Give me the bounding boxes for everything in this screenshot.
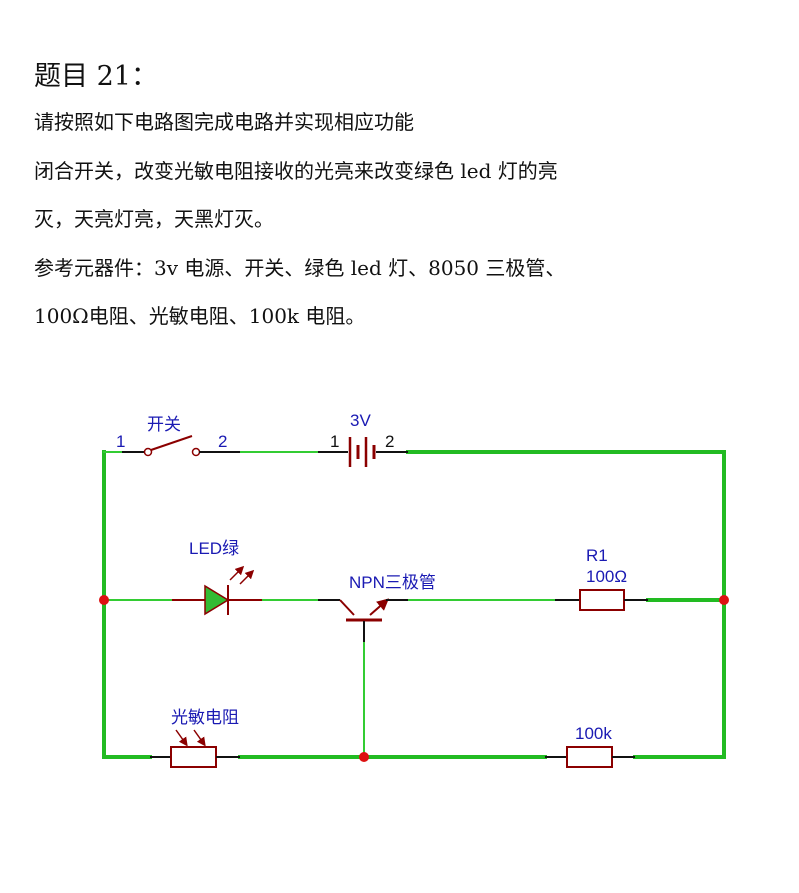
description-line: 参考元器件：3v 电源、开关、绿色 led 灯、8050 三极管、 <box>34 255 566 280</box>
transistor-emitter-arrow-icon <box>369 598 390 616</box>
battery: 3V 1 2 <box>318 411 408 467</box>
battery-label: 3V <box>350 411 371 430</box>
junctions <box>99 595 729 762</box>
resistor-r1: R1 100Ω <box>555 546 648 611</box>
battery-pin2: 2 <box>385 432 394 451</box>
switch-label: 开关 <box>147 415 181 434</box>
problem-description: 请按照如下电路图完成电路并实现相应功能 闭合开关，改变光敏电阻接收的光亮来改变绿… <box>34 104 774 347</box>
led-light-arrow-icon <box>229 565 245 581</box>
battery-pin1: 1 <box>330 432 339 451</box>
junction-dot <box>359 752 369 762</box>
junction-dot <box>99 595 109 605</box>
r1-value: 100Ω <box>586 567 627 586</box>
npn-transistor: NPN三极管 <box>318 573 436 642</box>
transistor-label: NPN三极管 <box>349 573 436 592</box>
switch: 开关 1 2 <box>116 415 240 457</box>
led-diode-icon <box>204 584 230 616</box>
led: LED绿 <box>172 539 262 616</box>
wires <box>102 450 726 759</box>
description-line: 请按照如下电路图完成电路并实现相应功能 <box>34 110 414 134</box>
description-line: 100Ω电阻、光敏电阻、100k 电阻。 <box>34 304 366 328</box>
description-line: 闭合开关，改变光敏电阻接收的光亮来改变绿色 led 灯的亮 <box>34 158 558 183</box>
r2-value: 100k <box>575 724 612 743</box>
r1-name: R1 <box>586 546 608 565</box>
photoresistor: 光敏电阻 <box>150 708 240 768</box>
photo-light-arrow-icon <box>193 729 206 747</box>
led-light-arrow-icon <box>239 569 255 585</box>
description-line: 灭，天亮灯亮，天黑灯灭。 <box>34 207 274 231</box>
resistor-100k: 100k <box>545 724 635 768</box>
switch-pin1: 1 <box>116 432 125 451</box>
problem-title: 题目 21： <box>34 61 158 92</box>
switch-pin2: 2 <box>218 432 227 451</box>
photoresistor-label: 光敏电阻 <box>171 708 239 727</box>
photo-light-arrow-icon <box>175 729 188 747</box>
junction-dot <box>719 595 729 605</box>
led-label: LED绿 <box>189 539 239 558</box>
